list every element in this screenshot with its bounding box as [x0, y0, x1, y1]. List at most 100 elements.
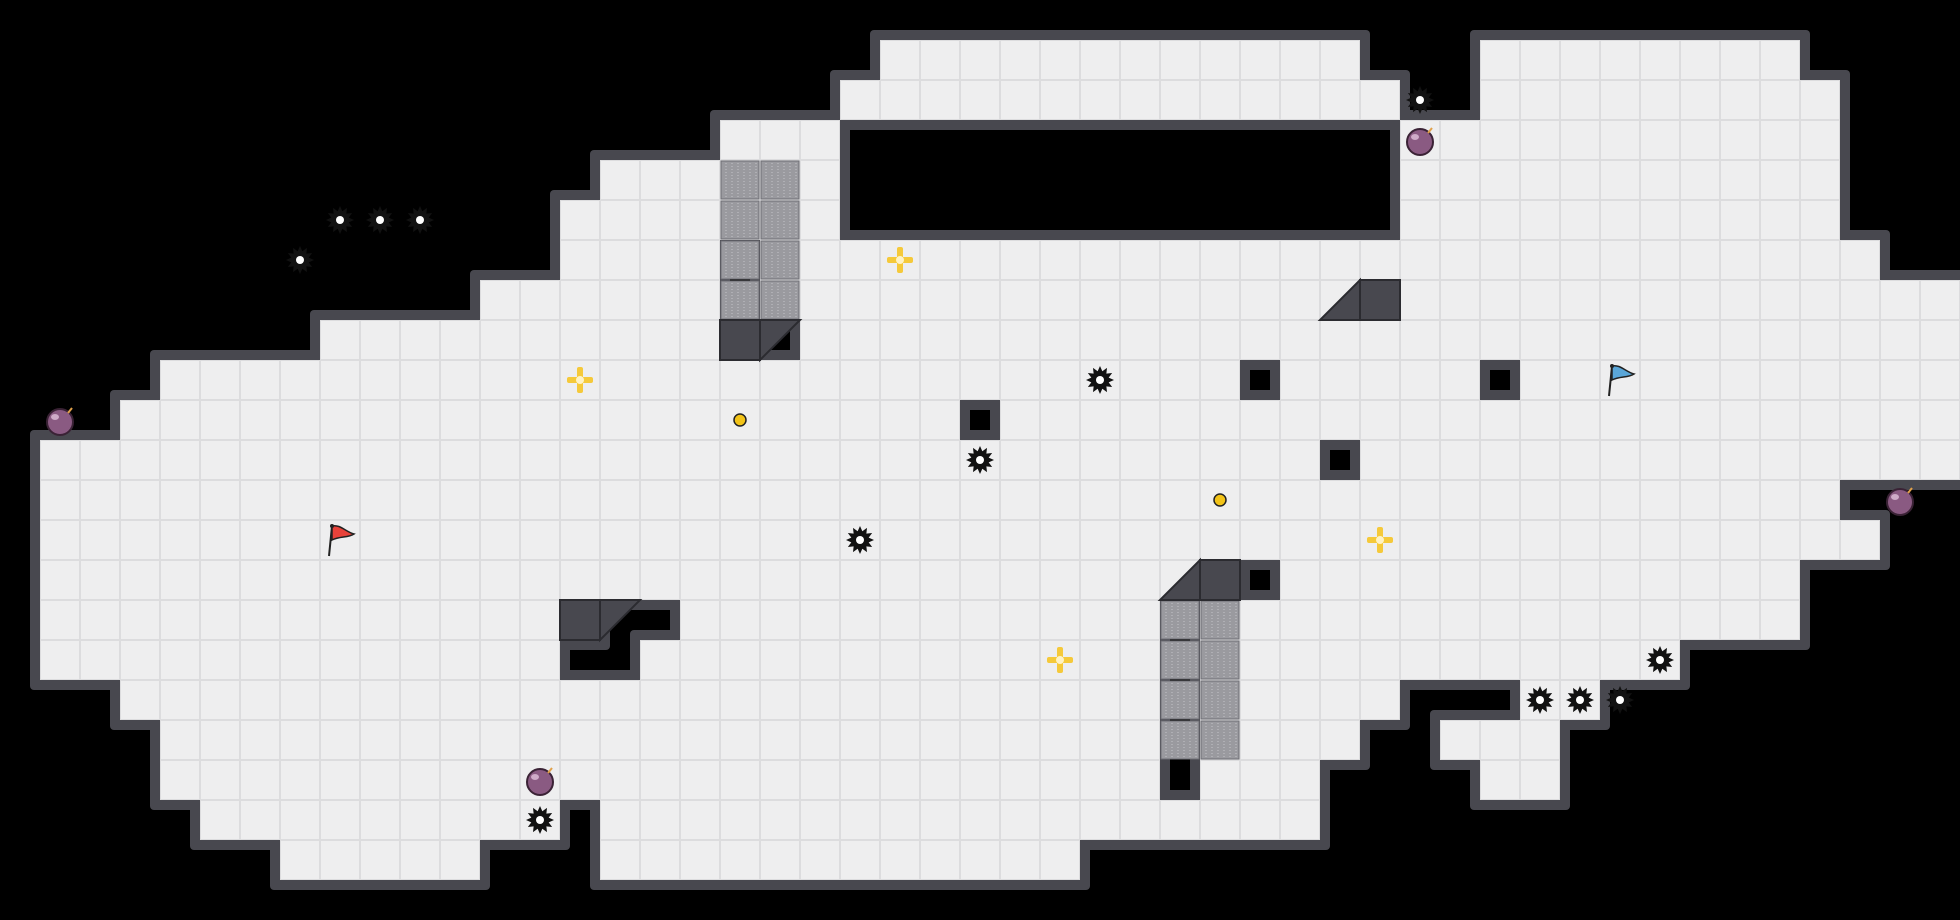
floor-tile: [1320, 40, 1360, 80]
floor-tile: [600, 680, 640, 720]
floor-tile: [680, 560, 720, 600]
floor-tile: [1640, 600, 1680, 640]
floor-tile: [600, 480, 640, 520]
floor-tile: [800, 400, 840, 440]
floor-tile: [1400, 360, 1440, 400]
floor-tile: [680, 520, 720, 560]
floor-tile: [1200, 440, 1240, 480]
floor-tile: [600, 720, 640, 760]
floor-tile: [1520, 520, 1560, 560]
floor-tile: [1080, 760, 1120, 800]
floor-tile: [720, 800, 760, 840]
floor-tile: [1720, 400, 1760, 440]
floor-tile: [1680, 480, 1720, 520]
floor-tile: [160, 360, 200, 400]
floor-tile: [1680, 400, 1720, 440]
floor-tile: [680, 480, 720, 520]
floor-tile: [1640, 320, 1680, 360]
floor-tile: [1000, 480, 1040, 520]
floor-tile: [840, 680, 880, 720]
floor-tile: [960, 760, 1000, 800]
floor-tile: [920, 280, 960, 320]
floor-tile: [640, 200, 680, 240]
bomb-icon: [1406, 127, 1434, 156]
floor-tile: [640, 840, 680, 880]
floor-tile: [1600, 560, 1640, 600]
floor-tile: [920, 760, 960, 800]
floor-tile: [600, 160, 640, 200]
floor-tile: [1280, 600, 1320, 640]
spike-icon: [1566, 686, 1594, 714]
floor-tile: [1520, 360, 1560, 400]
floor-tile: [800, 480, 840, 520]
floor-tile: [1000, 240, 1040, 280]
floor-tile: [1640, 200, 1680, 240]
floor-span: [720, 120, 840, 160]
floor-tile: [1160, 800, 1200, 840]
floor-tile: [1880, 440, 1920, 480]
floor-tile: [160, 640, 200, 680]
floor-tile: [800, 160, 840, 200]
grate-tile: [1200, 600, 1240, 640]
floor-tile: [1040, 240, 1080, 280]
floor-tile: [440, 800, 480, 840]
floor-tile: [760, 400, 800, 440]
floor-tile: [1160, 360, 1200, 400]
floor-tile: [360, 520, 400, 560]
floor-tile: [1760, 240, 1800, 280]
floor-tile: [320, 760, 360, 800]
grate-tile: [1200, 720, 1240, 760]
floor-tile: [1000, 320, 1040, 360]
floor-tile: [1120, 40, 1160, 80]
floor-tile: [960, 240, 1000, 280]
blue-flag-icon: [1608, 364, 1636, 397]
spike-icon: [1606, 686, 1634, 714]
floor-tile: [1000, 680, 1040, 720]
floor-tile: [1080, 360, 1120, 400]
floor-tile: [1000, 80, 1040, 120]
floor-tile: [1480, 480, 1520, 520]
floor-tile: [520, 320, 560, 360]
floor-tile: [1840, 400, 1880, 440]
floor-tile: [1720, 40, 1760, 80]
floor-tile: [1280, 280, 1320, 320]
floor-tile: [640, 680, 680, 720]
floor-tile: [1560, 120, 1600, 160]
floor-tile: [800, 840, 840, 880]
floor-tile: [1480, 600, 1520, 640]
floor-tile: [1280, 560, 1320, 600]
floor-tile: [920, 640, 960, 680]
floor-tile: [840, 480, 880, 520]
floor-tile: [400, 640, 440, 680]
floor-span: [1480, 80, 1840, 120]
floor-tile: [1600, 440, 1640, 480]
floor-tile: [1320, 560, 1360, 600]
floor-tile: [640, 720, 680, 760]
floor-tile: [1160, 520, 1200, 560]
floor-tile: [240, 400, 280, 440]
floor-tile: [1200, 240, 1240, 280]
floor-tile: [1320, 480, 1360, 520]
floor-tile: [1400, 600, 1440, 640]
floor-tile: [880, 720, 920, 760]
floor-tile: [1440, 400, 1480, 440]
floor-tile: [520, 440, 560, 480]
floor-tile: [160, 520, 200, 560]
floor-tile: [1320, 360, 1360, 400]
floor-tile: [1160, 80, 1200, 120]
floor-tile: [200, 680, 240, 720]
floor-tile: [1000, 560, 1040, 600]
floor-tile: [920, 600, 960, 640]
floor-tile: [640, 760, 680, 800]
floor-tile: [280, 720, 320, 760]
floor-tile: [1200, 40, 1240, 80]
floor-tile: [1080, 40, 1120, 80]
floor-tile: [1760, 200, 1800, 240]
floor-tile: [960, 640, 1000, 680]
bomb-fuse: [67, 407, 73, 414]
floor-tile: [1800, 120, 1840, 160]
grate-tile: [760, 280, 800, 320]
floor-tile: [960, 320, 1000, 360]
floor-tile: [720, 840, 760, 880]
